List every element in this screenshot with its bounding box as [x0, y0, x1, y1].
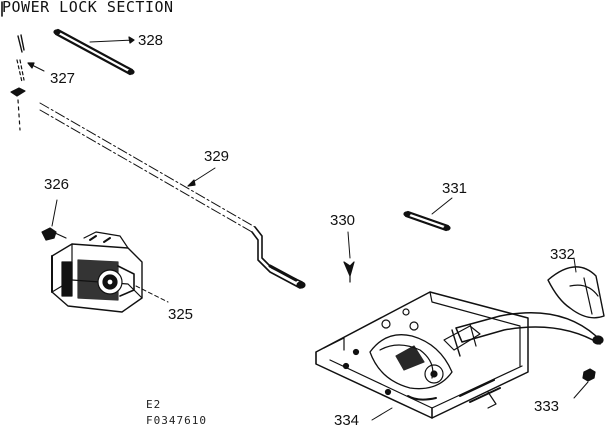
part-label-332: 332	[550, 246, 576, 263]
part-label-329: 329	[204, 148, 230, 165]
part-label-331: 331	[442, 180, 468, 197]
part-label-326: 326	[44, 176, 70, 193]
part-331-pin	[403, 197, 453, 232]
catalog-code: F0347610	[146, 414, 207, 427]
part-label-328: 328	[138, 32, 164, 49]
page-code: E2	[146, 398, 162, 411]
part-label-325: 325	[168, 306, 194, 323]
part-334-base-plate	[315, 291, 604, 421]
part-label-333: 333	[534, 398, 560, 415]
part-333-nut	[573, 368, 596, 399]
part-label-327: 327	[50, 70, 76, 87]
part-332-boot	[547, 257, 605, 319]
part-label-334: 334	[334, 412, 360, 429]
part-330-clip	[343, 231, 355, 283]
part-328-rod	[53, 28, 135, 76]
part-label-330: 330	[330, 212, 356, 229]
part-327-cotter-pin	[10, 34, 45, 131]
part-325-actuator-motor	[51, 231, 169, 313]
diagram-title: POWER LOCK SECTION	[2, 0, 174, 16]
part-326-screw	[41, 199, 67, 241]
part-329-lock-rod	[39, 102, 306, 289]
